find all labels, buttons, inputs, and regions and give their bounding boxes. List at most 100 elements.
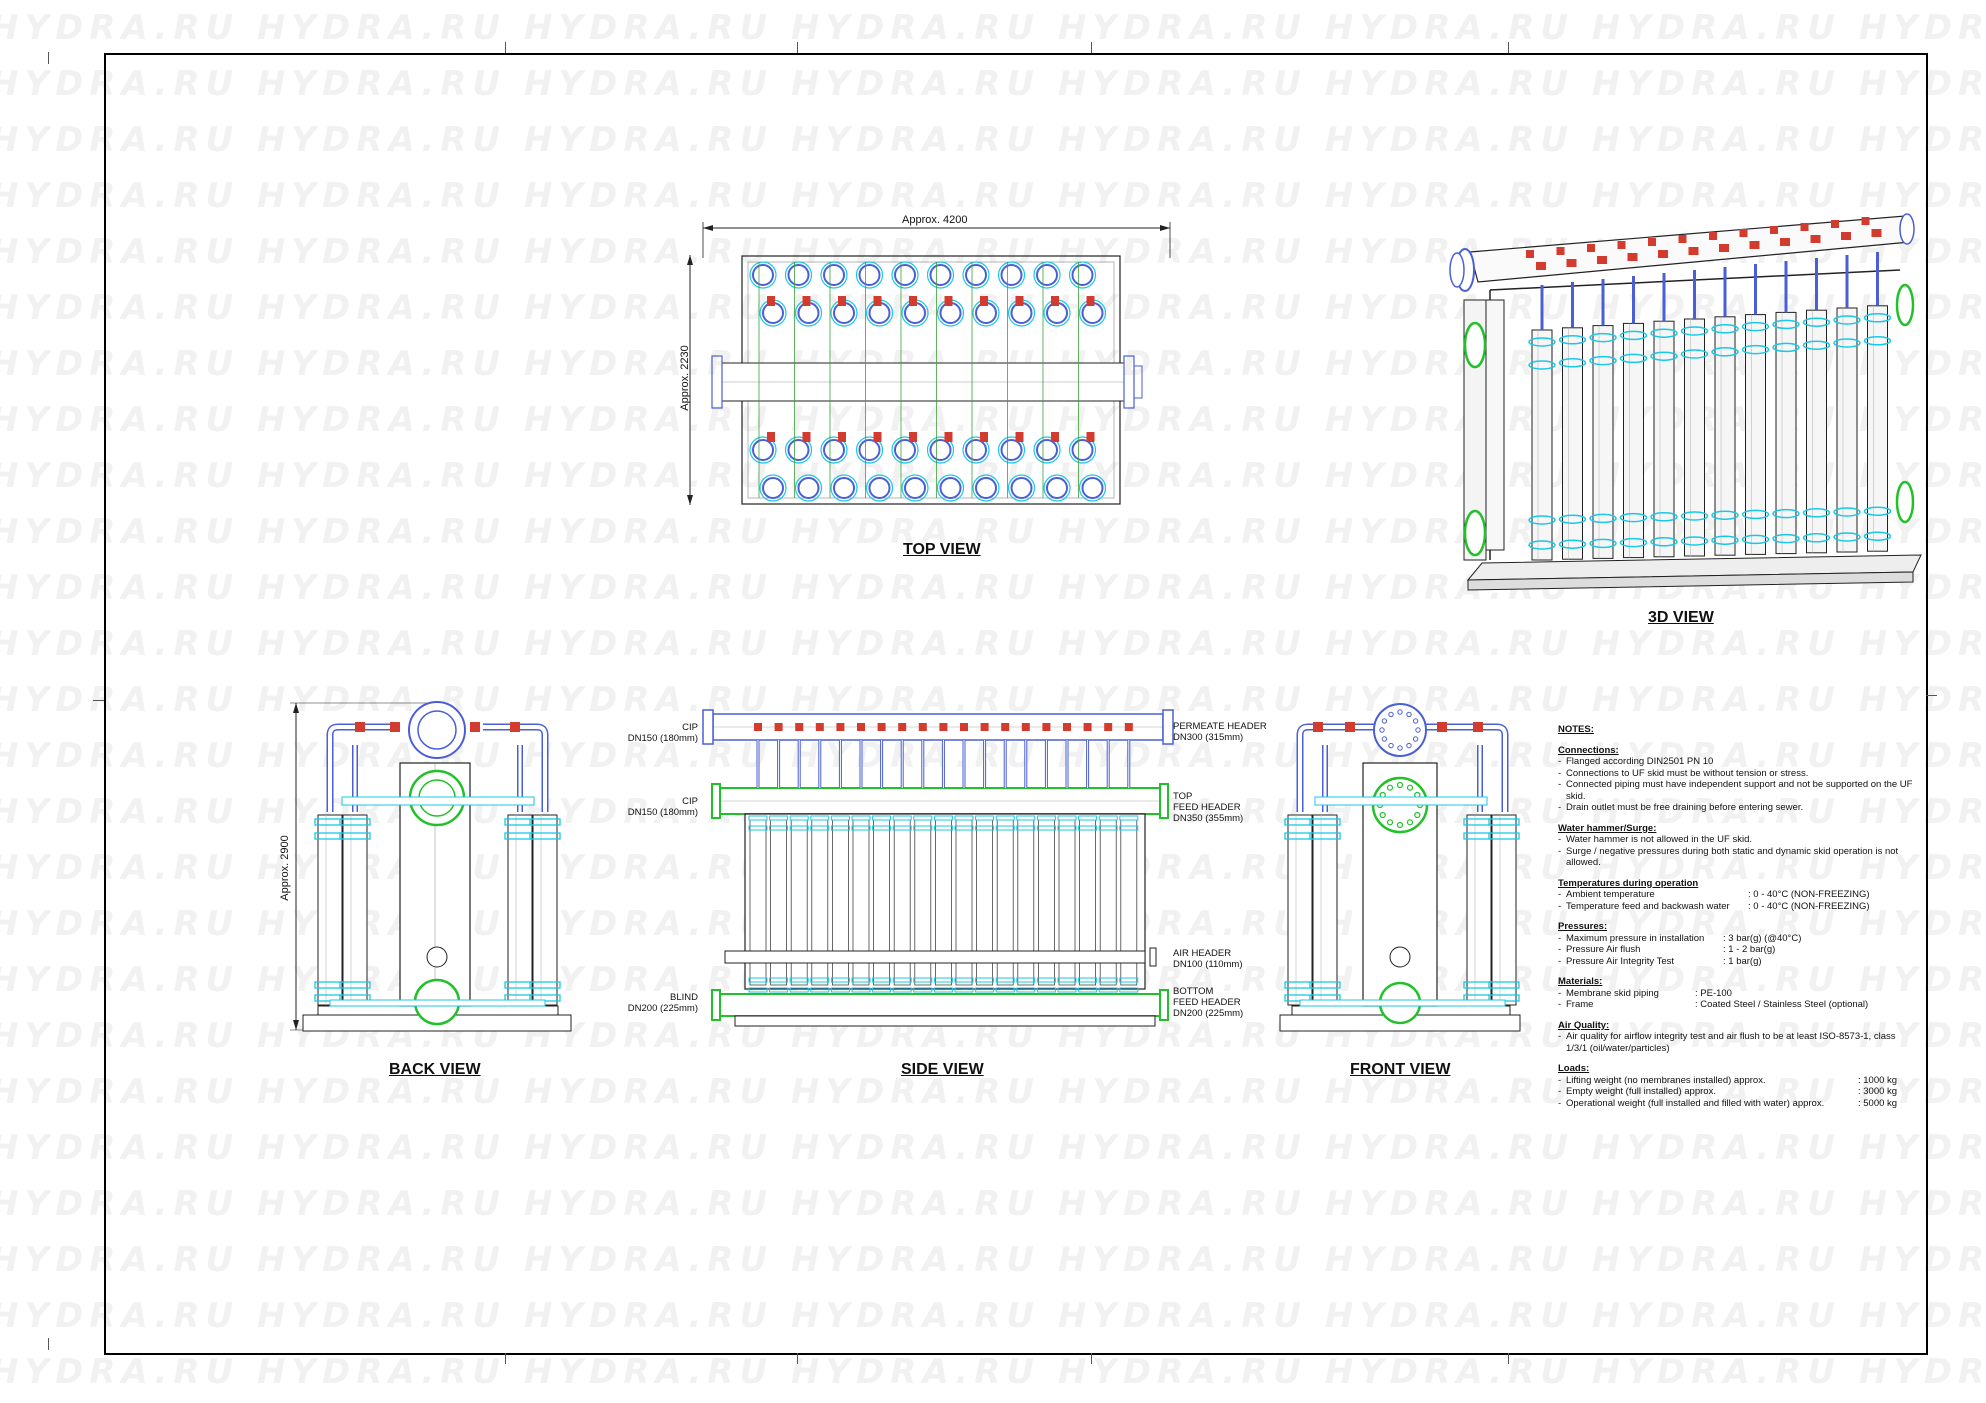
pressures-heading: Pressures: bbox=[1558, 921, 1608, 932]
tube-clamp bbox=[892, 815, 912, 821]
tube-clamp bbox=[1098, 977, 1118, 983]
column-clamp bbox=[1680, 536, 1709, 546]
notes-block: NOTES: Connections: Flanged according DI… bbox=[1558, 724, 1918, 1109]
column-clamp bbox=[1833, 532, 1861, 542]
fitting-clamp bbox=[749, 436, 777, 464]
tube-clamp bbox=[975, 977, 995, 983]
valve-marker bbox=[980, 723, 989, 731]
note-row: Frame: Coated Steel / Stainless Steel (o… bbox=[1558, 999, 1918, 1011]
tube-clamp bbox=[789, 825, 809, 831]
border-tick bbox=[1091, 1353, 1092, 1364]
valve-marker bbox=[1063, 723, 1071, 731]
fitting-clamp bbox=[1033, 436, 1061, 464]
column-clamp bbox=[1680, 326, 1709, 336]
membrane-fitting bbox=[1036, 264, 1058, 286]
flange-bolt bbox=[1386, 819, 1394, 826]
valve-marker bbox=[1871, 229, 1882, 237]
column-clamp bbox=[1558, 514, 1587, 524]
top-feed-header-label: TOP FEED HEADER DN350 (355mm) bbox=[1173, 791, 1244, 824]
tube-clamp bbox=[1016, 815, 1036, 821]
column-clamp bbox=[1741, 344, 1770, 355]
column-clamp bbox=[1488, 818, 1520, 826]
column-clamp bbox=[339, 818, 371, 826]
valve-marker bbox=[873, 296, 882, 306]
tube-clamp bbox=[769, 977, 789, 983]
tube-clamp bbox=[872, 977, 892, 983]
valve-marker bbox=[1841, 232, 1851, 240]
valve-marker bbox=[1536, 262, 1546, 270]
fitting-clamp bbox=[1043, 474, 1071, 502]
tube-clamp bbox=[769, 825, 789, 831]
border-tick bbox=[505, 1353, 506, 1364]
tube-clamp bbox=[810, 987, 830, 993]
membrane-fitting bbox=[894, 264, 916, 286]
tube-clamp bbox=[748, 977, 768, 983]
membrane-column bbox=[1491, 814, 1517, 1006]
valve-marker bbox=[1086, 296, 1095, 306]
tube-clamp bbox=[789, 815, 809, 821]
valve-marker bbox=[1556, 247, 1565, 255]
column-clamp bbox=[1772, 508, 1800, 519]
valve-marker bbox=[774, 723, 783, 731]
column-clamp bbox=[339, 832, 371, 840]
border-tick bbox=[797, 1353, 798, 1364]
tube-clamp bbox=[748, 825, 768, 831]
note-item: Connections to UF skid must be without t… bbox=[1558, 768, 1918, 780]
column-clamp bbox=[1309, 832, 1341, 840]
valve-marker bbox=[390, 722, 400, 732]
fitting-clamp bbox=[855, 261, 884, 289]
column-clamp bbox=[1772, 319, 1800, 330]
border-tick bbox=[505, 42, 506, 53]
fitting-clamp bbox=[997, 261, 1026, 289]
membrane-fitting bbox=[868, 477, 891, 499]
border-tick bbox=[48, 1338, 49, 1350]
valve-marker bbox=[1688, 247, 1699, 255]
fitting-clamp bbox=[865, 474, 894, 502]
column-clamp bbox=[1711, 510, 1739, 520]
note-item: Water hammer is not allowed in the UF sk… bbox=[1558, 834, 1918, 846]
tube-clamp bbox=[1016, 977, 1036, 983]
tube-clamp bbox=[954, 987, 974, 993]
flange-bolt bbox=[1415, 727, 1421, 733]
fitting-clamp bbox=[997, 436, 1026, 464]
membrane-fitting bbox=[858, 439, 881, 461]
column-clamp bbox=[1863, 336, 1892, 346]
fitting-clamp bbox=[926, 261, 955, 289]
fitting-clamp bbox=[759, 474, 787, 502]
membrane-column bbox=[1287, 814, 1313, 1006]
membrane-fitting bbox=[823, 264, 845, 286]
column-clamp bbox=[1528, 515, 1556, 525]
connections-heading: Connections: bbox=[1558, 744, 1619, 756]
note-row: Membrane skid piping: PE-100 bbox=[1558, 988, 1918, 1000]
membrane-fitting bbox=[1081, 477, 1104, 499]
border-tick bbox=[48, 52, 49, 64]
column-clamp bbox=[1802, 508, 1831, 518]
valve-marker bbox=[1015, 432, 1024, 442]
tube-clamp bbox=[913, 825, 933, 831]
tube-clamp bbox=[1078, 987, 1098, 993]
membrane-fitting bbox=[975, 477, 997, 499]
membrane-fitting bbox=[762, 477, 784, 499]
valve-marker bbox=[355, 722, 365, 732]
permeate-header-label: PERMEATE HEADER DN300 (315mm) bbox=[1173, 721, 1267, 743]
tube-clamp bbox=[975, 815, 995, 821]
membrane-column bbox=[507, 814, 533, 1006]
column-clamp bbox=[1680, 511, 1709, 521]
valve-marker bbox=[767, 296, 775, 306]
valve-marker bbox=[1627, 253, 1638, 261]
fitting-clamp bbox=[891, 436, 919, 464]
tube-clamp bbox=[892, 825, 912, 831]
column-clamp bbox=[1650, 537, 1678, 547]
tube-clamp bbox=[1036, 977, 1056, 983]
valve-marker bbox=[1021, 723, 1030, 731]
top-view-title: TOP VIEW bbox=[903, 541, 981, 558]
column-clamp bbox=[1772, 533, 1800, 544]
note-row: Temperature feed and backwash water: 0 -… bbox=[1558, 901, 1918, 913]
fitting-clamp bbox=[1068, 261, 1097, 289]
valve-marker bbox=[1861, 217, 1870, 225]
column-clamp bbox=[1833, 315, 1861, 325]
tube-clamp bbox=[1016, 825, 1036, 831]
tube-clamp bbox=[789, 987, 809, 993]
